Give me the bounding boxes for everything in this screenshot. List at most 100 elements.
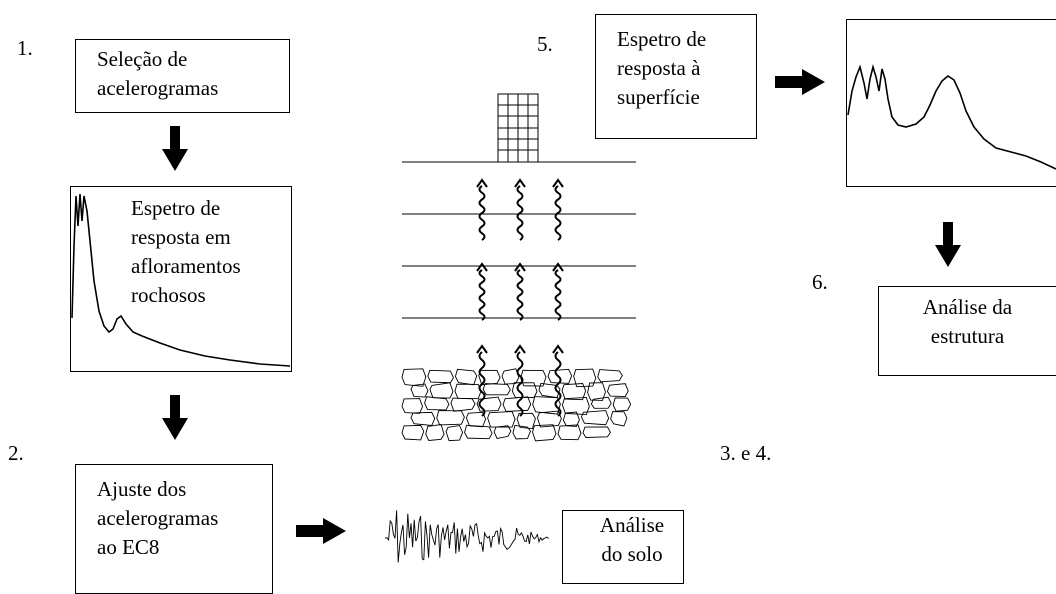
wave-arrow-icon	[554, 185, 562, 241]
wave-arrow-head	[514, 262, 526, 272]
rock-cell	[511, 382, 538, 398]
rock-spectrum-box	[70, 186, 292, 372]
adjust-line-3: ao EC8	[97, 535, 160, 559]
rock-cell	[582, 426, 611, 438]
rock-cell	[464, 424, 493, 440]
wave-arrow-icon	[516, 351, 524, 417]
rock-cell	[532, 424, 557, 442]
wave-arrow-icon	[478, 269, 486, 321]
wave-arrow-head	[552, 344, 564, 354]
rock-cell	[487, 411, 516, 428]
wave-arrow-head	[514, 178, 526, 188]
rock-spectrum-line-3: afloramentos	[131, 254, 241, 278]
arrow-down-icon	[162, 126, 188, 171]
step-number-2: 2.	[8, 441, 24, 465]
soil-column	[401, 93, 636, 442]
rock-cell	[478, 369, 501, 386]
rock-cell	[573, 368, 597, 388]
structure-analysis-line-1: Análise da	[922, 295, 1013, 319]
arrow-right-icon	[775, 69, 825, 95]
wave-arrow-head	[476, 178, 488, 188]
step-number-3-4: 3. e 4.	[720, 441, 772, 465]
surface-spectrum-chart-box	[846, 19, 1056, 187]
rock-cell	[401, 424, 425, 441]
building-icon	[497, 93, 539, 163]
rock-cell	[532, 396, 561, 415]
rock-spectrum-curve	[71, 193, 291, 367]
rock-cell	[450, 397, 476, 412]
seismic-waves	[476, 178, 564, 417]
rock-cell	[536, 410, 562, 428]
rock-cell	[520, 369, 547, 387]
rock-cell	[580, 410, 610, 426]
step-number-5: 5.	[537, 32, 553, 56]
surface-spectrum-line-2: resposta à	[617, 56, 701, 80]
selection-line-1: Seleção de	[97, 47, 188, 71]
wave-arrow-icon	[516, 185, 524, 241]
surface-spectrum-line-3: superfície	[617, 85, 700, 109]
rock-cell	[427, 369, 454, 384]
rock-cell	[410, 383, 429, 398]
rock-cell	[454, 368, 478, 386]
soil-analysis-line-1: Análise	[599, 513, 665, 537]
adjust-box: Ajuste dos acelerogramas ao EC8	[75, 464, 273, 594]
wave-arrow-icon	[478, 351, 486, 417]
surface-spectrum-box: Espetro de resposta à superfície	[595, 14, 757, 139]
rock-spectrum-label: Espetro de resposta em afloramentos roch…	[131, 194, 241, 310]
wave-arrow-head	[552, 262, 564, 272]
arrow-right-icon	[296, 518, 346, 544]
rock-cell	[476, 396, 502, 412]
wave-arrow-head	[514, 344, 526, 354]
rock-cell	[445, 425, 464, 442]
rock-cell	[436, 410, 465, 426]
rock-cell	[561, 396, 590, 416]
rock-cell	[590, 396, 612, 409]
rock-cell	[401, 368, 427, 387]
rock-cell	[512, 424, 532, 440]
rock-cell	[561, 383, 587, 401]
rock-cell	[547, 368, 573, 384]
accelerogram-icon	[384, 510, 549, 563]
rock-cell	[424, 396, 450, 411]
wave-arrow-icon	[516, 269, 524, 321]
step-number-6: 6.	[812, 270, 828, 294]
arrow-down-icon	[162, 395, 188, 440]
rock-cell	[401, 398, 424, 414]
selection-box: Seleção de acelerogramas	[75, 39, 290, 113]
soil-analysis-line-2: do solo	[601, 542, 663, 566]
rock-cell	[612, 397, 632, 412]
rock-cell	[429, 382, 454, 399]
wave-arrow-icon	[554, 351, 562, 417]
wave-arrow-head	[476, 262, 488, 272]
rock-layer-icon	[401, 368, 632, 442]
structure-analysis-line-2: estrutura	[930, 324, 1005, 348]
adjust-line-1: Ajuste dos	[97, 477, 187, 501]
rock-cell	[562, 411, 580, 427]
wave-arrow-icon	[478, 185, 486, 241]
rock-cell	[587, 382, 606, 401]
rock-cell	[482, 383, 511, 396]
rock-cell	[425, 424, 445, 441]
arrow-down-icon	[935, 222, 961, 267]
rock-cell	[597, 369, 623, 383]
rock-cell	[501, 368, 520, 385]
adjust-line-2: acelerogramas	[97, 506, 219, 530]
soil-analysis-box: Análise do solo	[562, 510, 684, 584]
rock-cell	[557, 424, 582, 441]
rock-spectrum-line-4: rochosos	[131, 283, 206, 307]
surface-spectrum-line-1: Espetro de	[617, 27, 707, 51]
rock-spectrum-line-2: resposta em	[131, 225, 231, 249]
rock-cell	[502, 396, 532, 412]
rock-cell	[454, 383, 482, 400]
wave-arrow-head	[476, 344, 488, 354]
rock-spectrum-line-1: Espetro de	[131, 196, 221, 220]
step-number-1: 1.	[17, 36, 33, 60]
rock-cell	[410, 411, 436, 426]
structure-analysis-box: Análise da estrutura	[878, 286, 1056, 376]
wave-arrow-icon	[554, 269, 562, 321]
rock-cell	[606, 383, 629, 397]
rock-cell	[516, 412, 536, 430]
rock-cell	[493, 425, 512, 439]
selection-line-2: acelerogramas	[97, 76, 219, 100]
rock-cell	[610, 411, 628, 427]
